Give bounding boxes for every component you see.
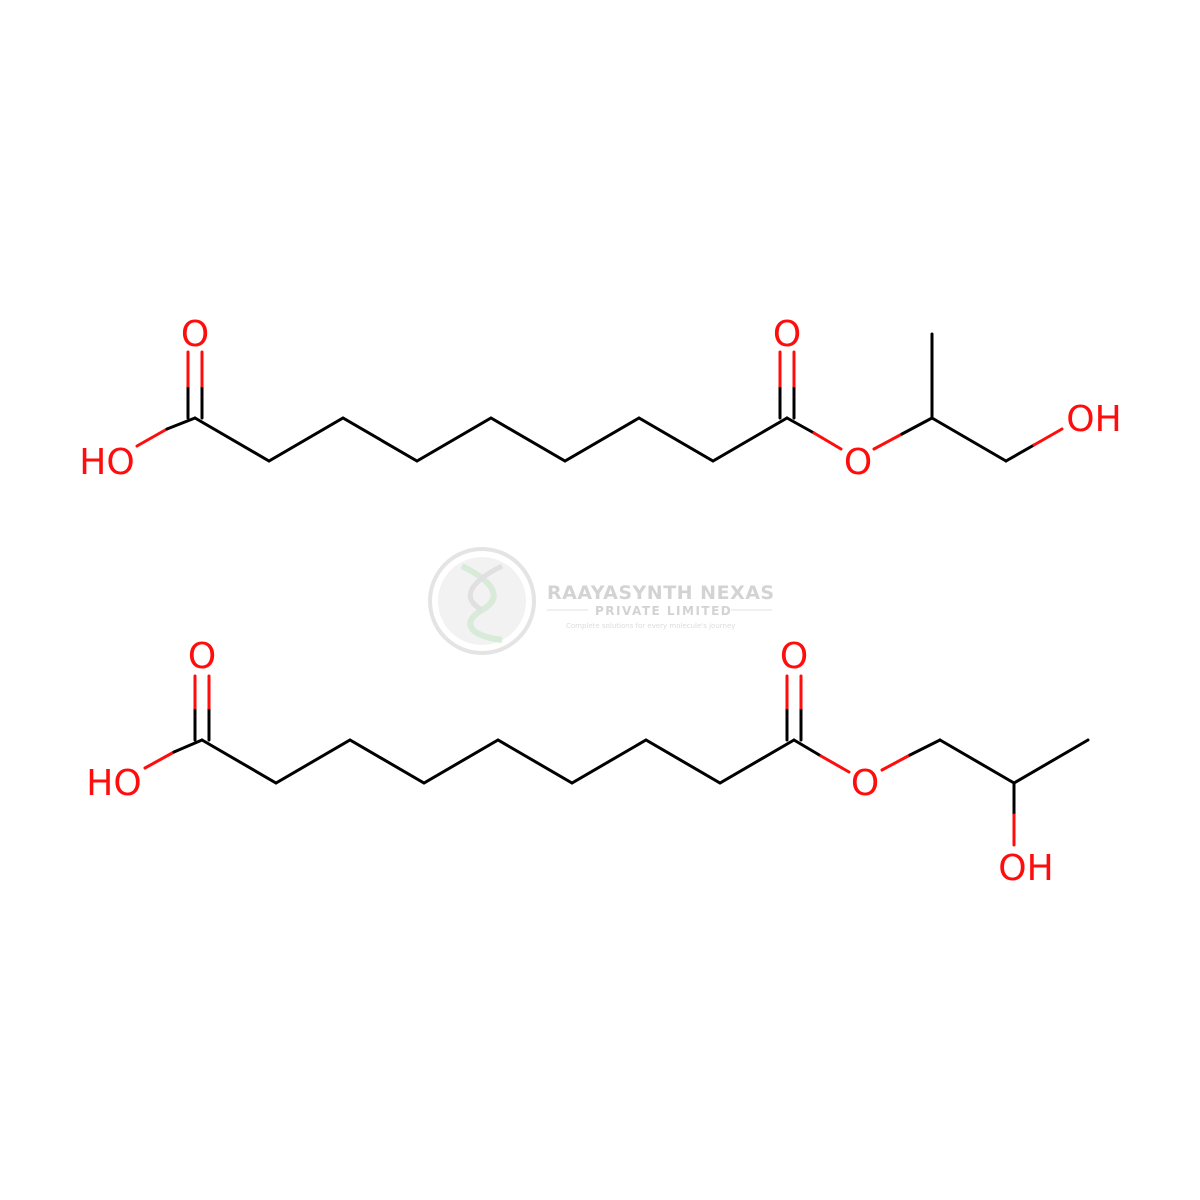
atom-label-ester-oxo: O [773,314,801,355]
atom-label-ester-oxo: O [780,636,808,677]
bond-o-c-ester [900,416,934,436]
watermark-seal [438,557,526,645]
dna-strand-icon [467,563,504,613]
bond-ch2-oh-o [1032,427,1064,447]
watermark-seal-ring [428,547,536,655]
atom-label-ester-o: O [844,442,872,483]
atom-label-alcohol-oh: OH [998,848,1053,889]
watermark-subtitle: PRIVATE LIMITED [595,604,732,618]
bond-methyl [1012,738,1090,785]
atom-label-acid-oxo: O [181,314,209,355]
bond-oh-acid-c [165,416,197,431]
atom-label-alcohol-oh: OH [1066,399,1121,440]
atom-label-acid-oh: HO [86,763,141,804]
bond-ch2 [938,738,1016,785]
bond-o-c-ester [908,738,942,757]
bond-oh-acid [143,750,176,770]
bond-o-c-ester-o [872,432,904,451]
bond-c-o-ester-o [812,431,843,451]
bond-c-o-ester [785,416,816,435]
atom-label-ester-o: O [851,763,879,804]
watermark-title: RAAYASYNTH NEXAS [547,582,775,604]
atom-label-acid-oh: HO [79,442,134,483]
bond-ch2-oh [1004,443,1036,463]
bond-c-o-ester [792,738,823,758]
atom-label-acid-oxo: O [188,636,216,677]
watermark-logo: RAAYASYNTH NEXAS PRIVATE LIMITED Complet… [428,547,775,655]
molecule-1: O HO O O OH [79,314,1121,483]
molecule-2: O HO O O OH [86,636,1090,889]
bond-oh-acid [135,427,169,448]
alkyl-chain [200,738,796,785]
alkyl-chain [193,416,789,463]
bond-o-c-ester-o [880,753,912,772]
bond-ch2 [930,416,1008,463]
watermark-tagline: Complete solutions for every molecule's … [566,622,735,630]
bond-c-o-ester-o [819,754,851,774]
bond-oh-acid-c [172,738,204,754]
